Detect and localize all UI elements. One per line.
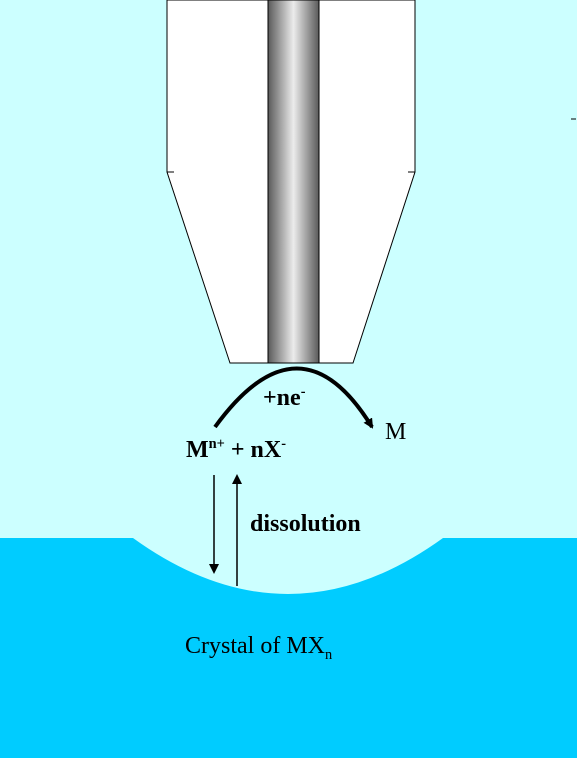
- reduction-arrow: [213, 366, 374, 429]
- crystal-of-mxn: [0, 538, 577, 758]
- dissolution-label: dissolution: [250, 511, 361, 537]
- reduction-label: +ne-: [263, 384, 306, 411]
- ions-label: Mn+ + nX-: [186, 436, 287, 463]
- metal-label: M: [385, 419, 407, 445]
- electrode-wire: [267, 0, 320, 364]
- crystal-label: Crystal of MXn: [185, 633, 333, 663]
